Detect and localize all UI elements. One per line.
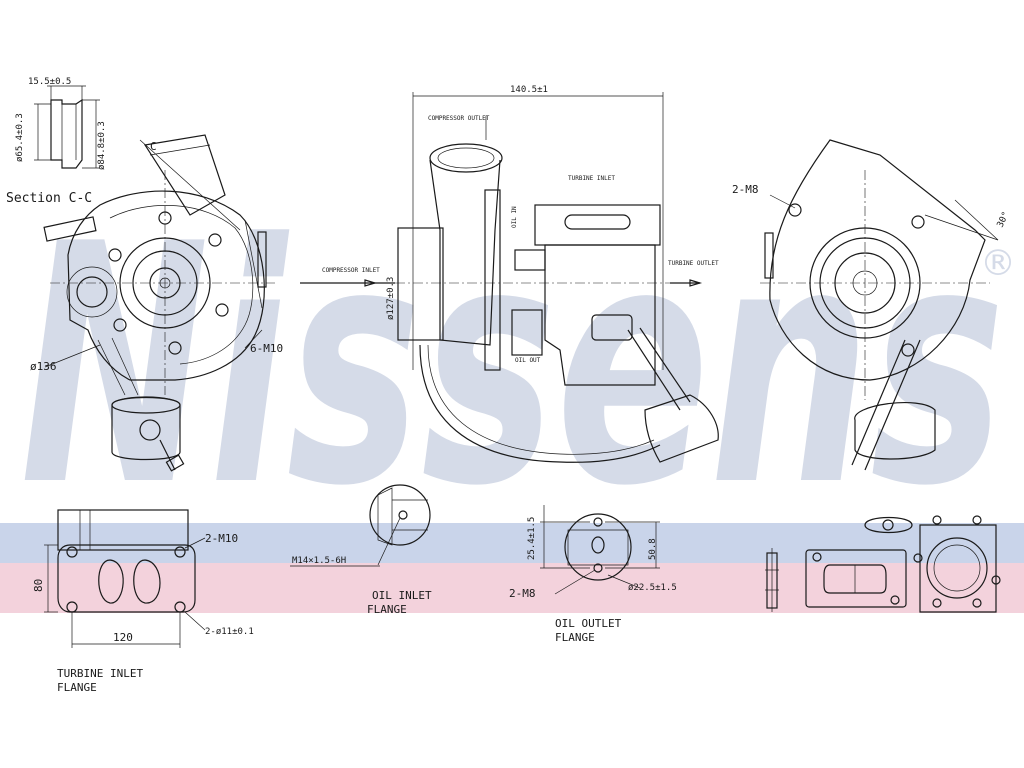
compressor-outlet-label: COMPRESSOR OUTLET (428, 115, 490, 122)
turbine-outlet-label: TURBINE OUTLET (668, 260, 719, 267)
oil-inlet-flange: M14×1.5-6H OIL INLET FLANGE (290, 484, 432, 616)
section-cc-detail: 15.5±0.5 ø65.4±0.3 ø84.8±0.3 Section C-C (6, 77, 107, 206)
oil-in-label: OIL IN (511, 206, 518, 228)
pink-band (0, 563, 1024, 613)
oil-outlet-title-1: OIL OUTLET (555, 617, 622, 630)
tif-height-dim: 80 (32, 579, 45, 592)
front-bolt-label: 6-M10 (250, 342, 283, 355)
blue-band (0, 523, 1024, 563)
tif-width-dim: 120 (113, 631, 133, 644)
tif-title-1: TURBINE INLET (57, 667, 143, 680)
oil-outlet-dim-v2: 50.8 (648, 538, 658, 560)
oil-outlet-title-2: FLANGE (555, 631, 595, 644)
section-title: Section C-C (6, 191, 92, 206)
oil-outlet-dia-label: ø22.5±1.5 (628, 583, 677, 593)
registered-mark: ® (980, 243, 1016, 284)
oil-out-label: OIL OUT (515, 357, 541, 364)
front-dia-label: ø136 (30, 360, 57, 373)
inlet-dia-label: ø127±0.3 (386, 277, 396, 320)
front-view: C ø136 6-M10 (30, 134, 283, 472)
oil-inlet-title-1: OIL INLET (372, 589, 432, 602)
oil-outlet-dim-v1: 25.4±1.5 (527, 517, 537, 560)
oil-inlet-thread-label: M14×1.5-6H (292, 556, 346, 566)
side-width-dim: 140.5±1 (510, 85, 548, 95)
tif-hole-label: 2-ø11±0.1 (205, 627, 254, 637)
section-dim-left: ø65.4±0.3 (15, 113, 25, 162)
rear-view: 2-M8 30° (732, 139, 1012, 471)
cut-label-c: C (150, 140, 157, 153)
rear-bolt-label: 2-M8 (732, 183, 759, 196)
gasket-kit (765, 515, 1001, 613)
turbine-inlet-flange: 80 120 2-M10 2-ø11±0.1 TURBINE INLET FLA… (32, 509, 254, 694)
section-dim-right: ø84.8±0.3 (97, 121, 107, 170)
tif-title-2: FLANGE (57, 681, 97, 694)
tif-bolt-label: 2-M10 (205, 532, 238, 545)
oil-outlet-bolt-label: 2-M8 (509, 587, 536, 600)
side-view: 140.5±1 COMPRESSOR OUTLET COMPRESSOR INL… (300, 85, 719, 463)
oil-outlet-flange: 25.4±1.5 50.8 2-M8 ø22.5±1.5 OIL OUTLET … (509, 505, 677, 644)
nissens-watermark: Nissens (20, 174, 1005, 558)
turbine-inlet-label: TURBINE INLET (568, 175, 615, 182)
section-dim-top: 15.5±0.5 (28, 77, 71, 87)
compressor-inlet-label: COMPRESSOR INLET (322, 267, 380, 274)
oil-inlet-title-2: FLANGE (367, 603, 407, 616)
